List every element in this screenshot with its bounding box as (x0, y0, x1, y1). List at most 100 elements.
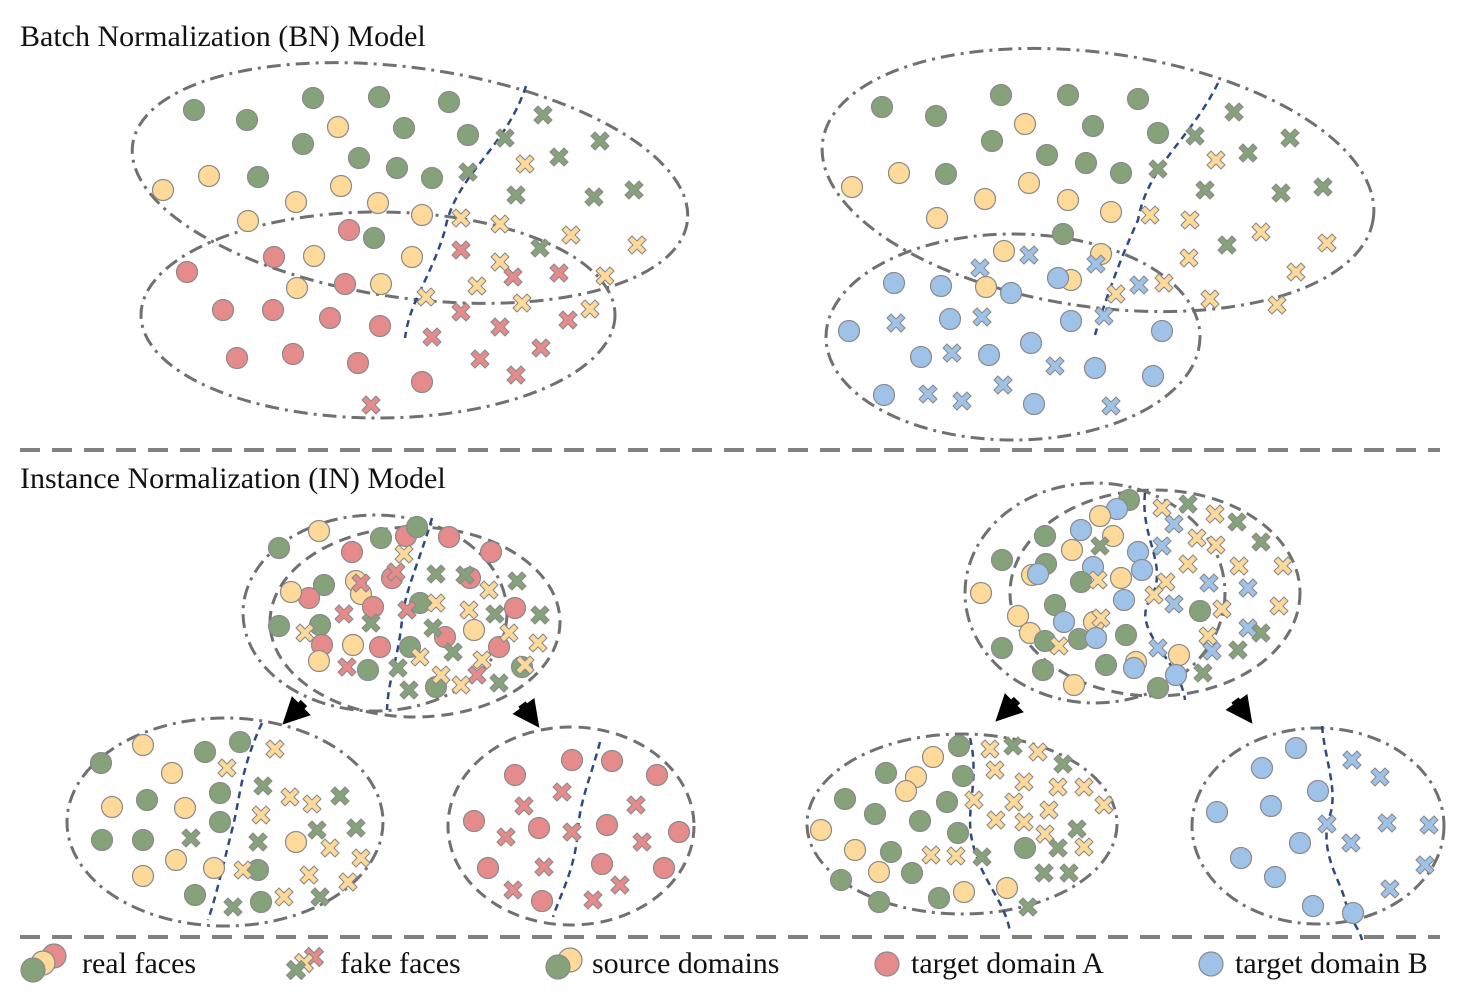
fake-face-cross (507, 571, 527, 591)
fake-face-cross (1019, 245, 1039, 265)
fake-face-cross (580, 299, 600, 319)
real-face-circle (420, 166, 444, 190)
fake-face-cross (1198, 626, 1218, 646)
real-face-circle (995, 876, 1019, 900)
real-face-circle (992, 239, 1016, 263)
fake-face-cross (1200, 289, 1220, 309)
real-face-circle (879, 840, 903, 864)
real-face-circle (1126, 87, 1150, 111)
fake-face-cross (1140, 205, 1160, 225)
real-face-circle (1112, 588, 1136, 612)
real-face-circle (202, 856, 226, 880)
real-face-circle (1141, 364, 1165, 388)
fake-face-cross (451, 240, 471, 260)
real-face-circle (503, 596, 527, 620)
fake-face-cross (1267, 295, 1287, 315)
real-face-circle (326, 115, 350, 139)
real-face-circle (887, 161, 911, 185)
real-face-circle (1060, 538, 1084, 562)
decision-boundary (385, 517, 434, 711)
real-face-circle (1284, 736, 1308, 760)
fake-face-cross (485, 604, 505, 624)
fake-face-cross (426, 593, 446, 613)
domain-ellipses (65, 46, 1446, 928)
real-face-circle (990, 636, 1014, 660)
fake-face-cross (1048, 777, 1068, 797)
real-face-circle (1122, 656, 1146, 680)
fake-face-cross (624, 180, 644, 200)
domain-ellipse (130, 61, 690, 305)
real-face-circle (479, 540, 503, 564)
fake-face-cross (459, 600, 479, 620)
real-face-circle (368, 314, 392, 338)
fake-face-cross (1370, 767, 1390, 787)
fake-face-cross (286, 960, 306, 980)
fake-face-cross (1144, 585, 1164, 605)
fake-face-cross (1049, 636, 1069, 656)
arrow-down-left-icon (995, 692, 1025, 722)
fake-face-cross (1286, 262, 1306, 282)
real-face-circle (281, 342, 305, 366)
real-face-circle (405, 515, 429, 539)
fake-face-cross (1228, 640, 1248, 660)
real-face-circle (333, 272, 357, 296)
fake-face-cross (595, 266, 615, 286)
real-face-circle (175, 260, 199, 284)
fake-face-cross (1074, 777, 1094, 797)
fake-face-cross (490, 252, 510, 272)
split-arrows (282, 692, 1253, 728)
arrow-down-right-icon (1225, 693, 1253, 724)
fake-face-cross (1164, 514, 1184, 534)
fake-face-cross (451, 302, 471, 322)
real-face-circle (973, 187, 997, 211)
fake-face-cross (490, 214, 510, 234)
real-face-circle (1188, 599, 1212, 623)
real-face-circle (1164, 663, 1188, 687)
fake-face-cross (1028, 742, 1048, 762)
fake-face-cross (470, 349, 490, 369)
real-face-circle (1301, 894, 1325, 918)
real-face-circle (341, 633, 365, 657)
real-face-circle (809, 818, 833, 842)
decision-boundary (206, 722, 264, 921)
fake-face-cross (980, 739, 1000, 759)
real-face-circle (302, 244, 326, 268)
real-face-circle (228, 730, 252, 754)
real-face-circle (367, 85, 391, 109)
real-face-circle (1088, 504, 1112, 528)
real-face-circle (301, 86, 325, 110)
fake-face-cross (1034, 863, 1054, 883)
real-face-circle (1069, 570, 1093, 594)
legend-source-domains: source domains (592, 947, 779, 980)
real-face-circle (1031, 658, 1055, 682)
real-face-circle (867, 860, 891, 884)
fake-face-cross (512, 293, 532, 313)
fake-face-cross (426, 564, 446, 584)
fake-face-cross (443, 642, 463, 662)
real-face-circle (307, 519, 331, 543)
fake-face-cross (503, 267, 523, 287)
decision-boundary (403, 85, 528, 339)
domain-ellipse (446, 725, 696, 927)
fake-face-cross (515, 655, 535, 675)
real-face-circle (999, 281, 1023, 305)
fake-face-cross (1178, 494, 1198, 514)
fake-face-cross (1193, 663, 1213, 683)
real-face-circle (1114, 623, 1138, 647)
fake-face-cross (626, 795, 646, 815)
fake-face-cross (431, 665, 451, 685)
real-face-circle (318, 306, 342, 330)
fake-face-cross (1059, 863, 1079, 883)
real-face-circle (369, 272, 393, 296)
real-face-circle (208, 781, 232, 805)
fake-face-cross (972, 847, 992, 867)
real-face-circle (1288, 831, 1312, 855)
real-face-circle (1022, 392, 1046, 416)
real-face-circle (989, 83, 1013, 107)
fake-face-cross (1156, 572, 1176, 592)
decision-boundary (968, 737, 1012, 933)
fake-face-cross (1415, 855, 1435, 875)
fake-face-cross (1238, 578, 1258, 598)
real-face-circle (437, 90, 461, 114)
domain-ellipse (805, 732, 1119, 916)
